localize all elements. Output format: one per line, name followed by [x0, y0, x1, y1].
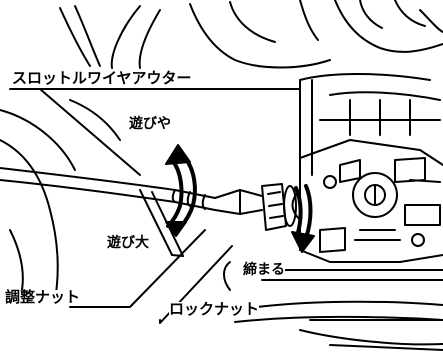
- label-play-small: 遊びや: [129, 116, 171, 132]
- arrow-head-down: [165, 221, 187, 237]
- carburetor-drawing: [291, 139, 443, 263]
- label-adjusting-nut: 調整ナット: [5, 288, 81, 306]
- leader-lines: [9, 88, 443, 324]
- lower-base-lines: [223, 261, 443, 351]
- label-tighten: 締まる: [243, 262, 285, 278]
- background-line-art: [0, 0, 443, 301]
- label-throttle-wire-outer: スロットルワイヤアウター: [12, 69, 192, 87]
- label-lock-nut: ロックナット: [169, 300, 260, 318]
- adjusting-nut-drawing: [261, 183, 297, 231]
- rotation-arrow-right-icon: [294, 184, 313, 240]
- arrow-head-tighten: [291, 231, 315, 253]
- arrow-head-up: [165, 144, 191, 165]
- label-play-large: 遊び大: [107, 235, 149, 251]
